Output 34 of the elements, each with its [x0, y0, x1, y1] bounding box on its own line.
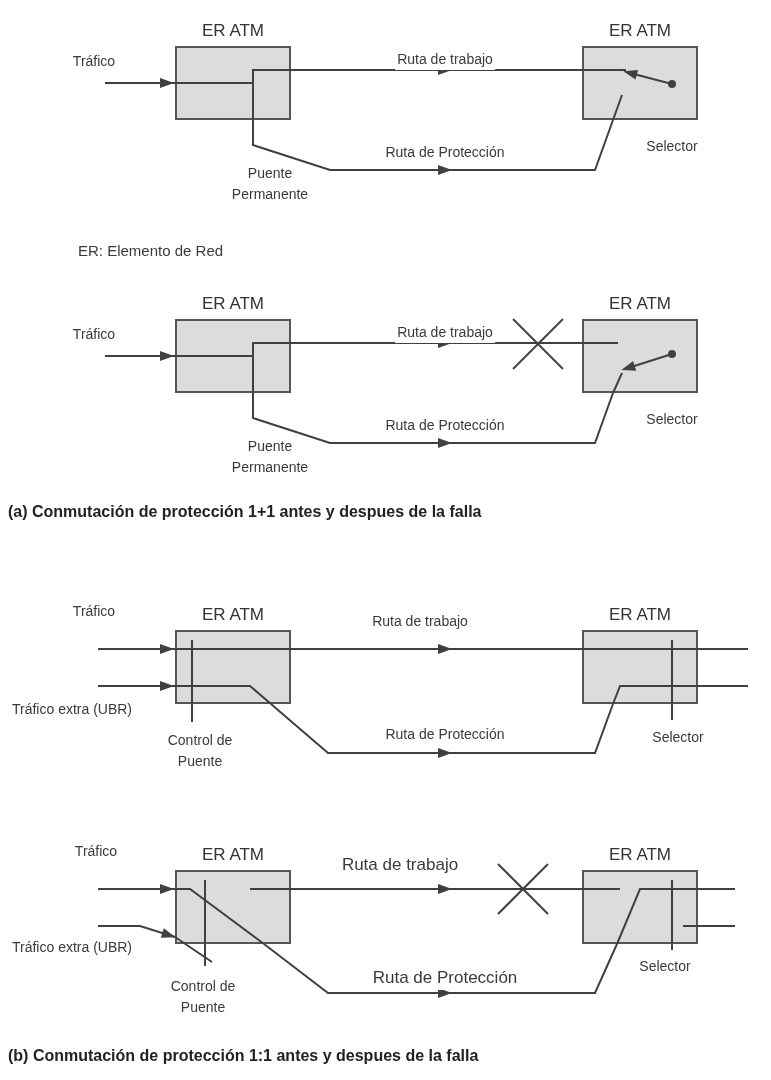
node-caption: Control de Puente	[166, 731, 234, 771]
node-heading: ER ATM	[202, 605, 264, 625]
node-heading: ER ATM	[609, 21, 671, 41]
node-caption: Control de Puente	[169, 977, 237, 1017]
connector-arrow	[290, 884, 583, 894]
node-heading: ER ATM	[609, 294, 671, 314]
connector-arrow	[252, 392, 614, 448]
node-heading: ER ATM	[202, 294, 264, 314]
node-caption: Selector	[646, 137, 698, 156]
connector-arrow	[290, 644, 583, 654]
connector-arrow	[104, 78, 176, 88]
node-caption: Puente Permanente	[230, 164, 310, 204]
figure-caption: (a) Conmutación de protección 1+1 antes y despues de la falla	[8, 502, 482, 522]
node-caption: Selector	[639, 957, 691, 976]
node-caption: Selector	[646, 410, 698, 429]
connector-arrow	[97, 884, 176, 894]
edge-label: Ruta de trabajo	[370, 612, 470, 632]
connector-arrow	[270, 703, 614, 758]
figure-caption: (b) Conmutación de protección 1:1 antes y despues de la falla	[8, 1046, 479, 1066]
node-caption: Selector	[652, 728, 704, 747]
connector-arrow	[97, 681, 176, 691]
connector-arrow	[97, 925, 176, 938]
connector-arrow	[97, 644, 176, 654]
text-label: ER: Elemento de Red	[78, 241, 224, 261]
node-heading: ER ATM	[202, 21, 264, 41]
connector-arrow	[252, 119, 614, 175]
node-caption: Puente Permanente	[230, 437, 310, 477]
node-heading: ER ATM	[609, 845, 671, 865]
node-heading: ER ATM	[202, 845, 264, 865]
connector-arrow	[104, 351, 176, 361]
connector-arrow	[263, 943, 618, 998]
node-heading: ER ATM	[609, 605, 671, 625]
edge-label: Ruta de trabajo	[395, 50, 495, 70]
edge-label: Ruta de trabajo	[395, 323, 495, 343]
